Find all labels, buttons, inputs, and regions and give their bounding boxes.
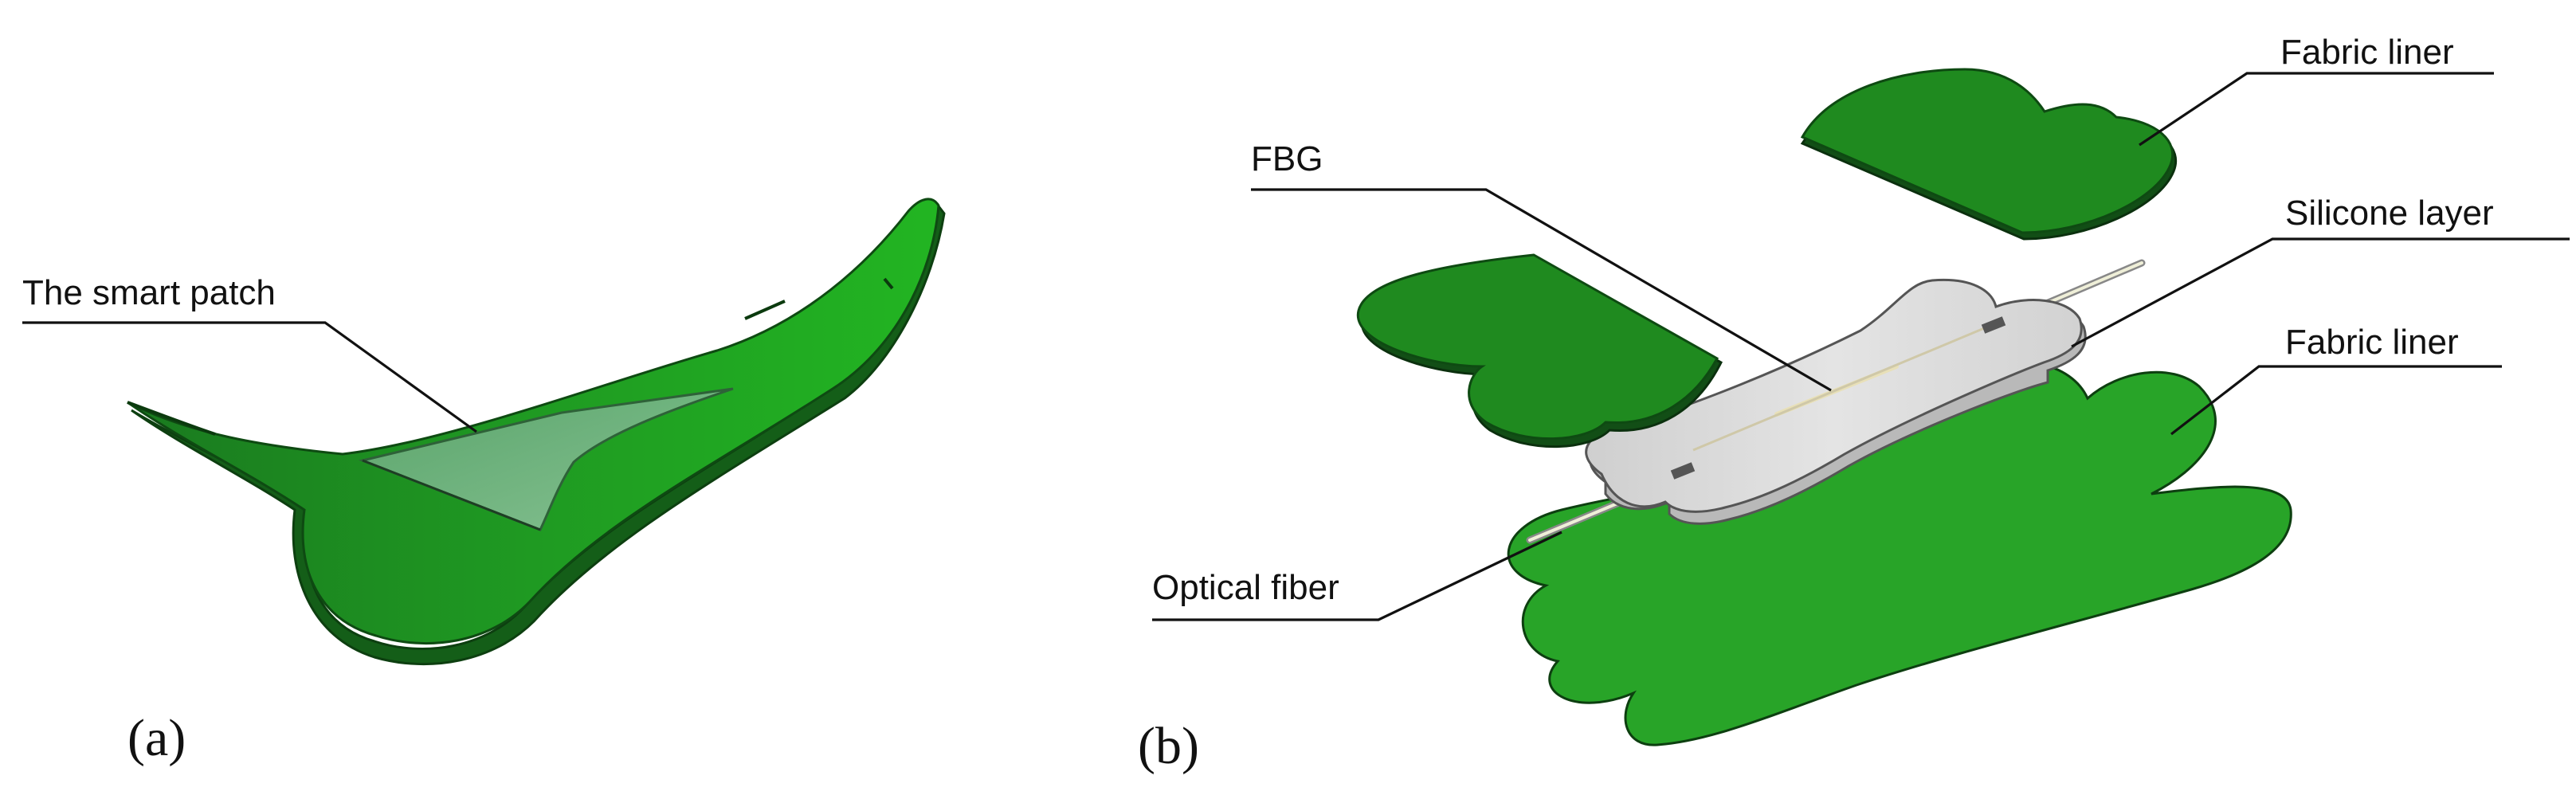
fbg-label: FBG: [1251, 139, 1323, 178]
smart-patch-edge: [362, 459, 541, 531]
optical-fiber-leader: [1152, 531, 1562, 621]
smart-patch-label: The smart patch: [22, 273, 276, 312]
left-fabric-liner: [1356, 253, 1719, 441]
fbg-fiber-inside: [1692, 325, 1989, 452]
smart-patch-leader: [22, 321, 477, 433]
fabric-liner-top-leader: [2139, 72, 2494, 147]
insole-illustration: [127, 198, 946, 666]
panel-a-tag: (a): [127, 709, 186, 767]
fiber-connector-right: [1981, 316, 2006, 334]
fabric-liner-top-label: Fabric liner: [2280, 33, 2454, 72]
fabric-liner-bottom-label: Fabric liner: [2285, 323, 2459, 362]
silicone-layer: [1585, 278, 2083, 513]
optical-fiber-label: Optical fiber: [1152, 568, 1339, 607]
insole-arch-ridge: [744, 277, 894, 320]
silicone-layer-leader: [2071, 237, 2570, 348]
panel-b-tag: (b): [1138, 717, 1199, 775]
top-fabric-liner: [1800, 68, 2174, 234]
insole-heel-ridge: [127, 401, 216, 436]
insole-side-wall: [131, 200, 946, 666]
silicone-layer-label: Silicone layer: [2285, 194, 2494, 233]
fabric-liner-bottom-leader: [2170, 365, 2502, 436]
fiber-connector-left: [1670, 462, 1696, 480]
smart-patch-window: [358, 387, 734, 531]
fbg-leader: [1251, 188, 1832, 392]
